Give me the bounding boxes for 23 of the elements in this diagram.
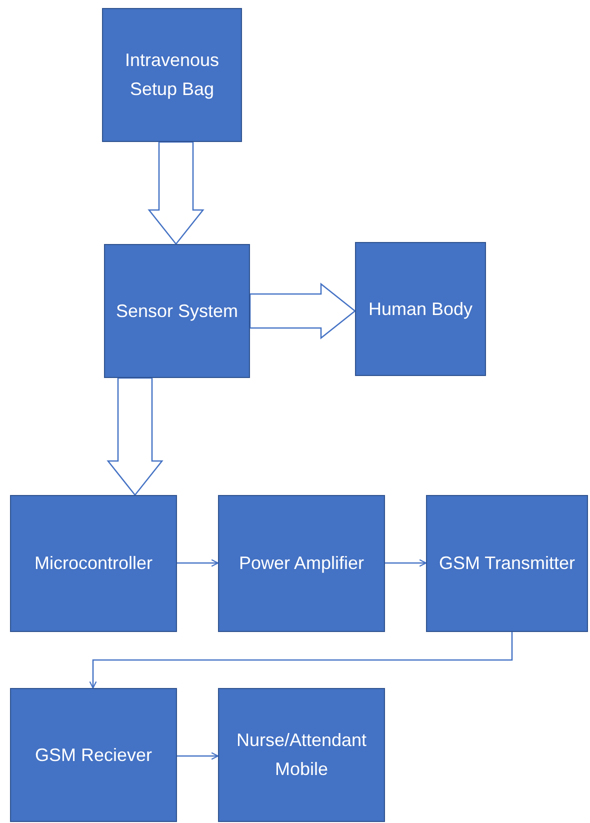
arrow bbox=[385, 559, 427, 567]
arrow bbox=[177, 752, 219, 760]
box-label: GSM Reciever bbox=[34, 744, 154, 767]
box-label: Power Amplifier bbox=[238, 552, 366, 576]
box-label: Human Body bbox=[367, 298, 474, 321]
process-box bbox=[218, 495, 385, 632]
box-label: Nurse/Attendant Mobile bbox=[235, 729, 368, 781]
block-arrow bbox=[106, 377, 164, 496]
box-label: GSM Transmitter bbox=[438, 552, 576, 576]
process-box bbox=[104, 244, 250, 378]
block-arrow bbox=[249, 282, 356, 340]
block-arrow bbox=[148, 141, 204, 246]
process-box bbox=[355, 242, 486, 376]
process-box bbox=[10, 495, 177, 632]
arrow bbox=[89, 632, 513, 689]
arrow bbox=[177, 559, 219, 567]
box-label: Microcontroller bbox=[33, 552, 154, 576]
process-box bbox=[102, 8, 242, 142]
process-box bbox=[218, 688, 385, 822]
process-box bbox=[10, 688, 177, 822]
box-label: Intravenous Setup Bag bbox=[124, 49, 220, 101]
process-box bbox=[426, 495, 588, 632]
box-label: Sensor System bbox=[114, 300, 240, 323]
